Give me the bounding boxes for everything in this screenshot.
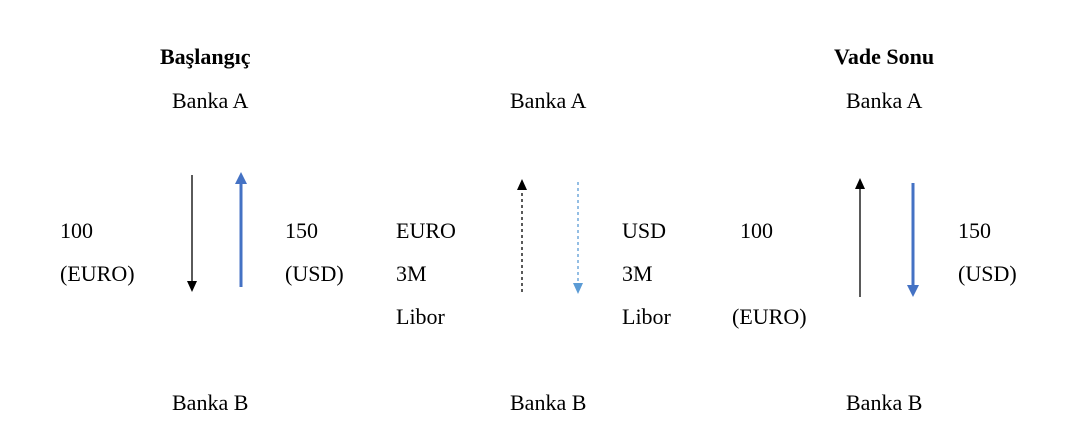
middle-left-label-3: Libor	[396, 304, 445, 329]
middle-usd-libor-down-arrow	[573, 182, 583, 294]
end-bank-a: Banka A	[846, 88, 923, 113]
end-euro-up-arrow	[855, 178, 865, 297]
start-euro-down-arrow	[187, 175, 197, 292]
middle-left-label-2: 3M	[396, 261, 427, 286]
end-right-amount: 150	[958, 218, 991, 243]
end-left-currency: (EURO)	[732, 304, 807, 329]
start-right-currency: (USD)	[285, 261, 344, 286]
end-left-amount: 100	[740, 218, 773, 243]
middle-right-label-2: 3M	[622, 261, 653, 286]
end-usd-down-arrow	[907, 183, 919, 297]
middle-left-label-1: EURO	[396, 218, 456, 243]
start-bank-a: Banka A	[172, 88, 249, 113]
middle-bank-b: Banka B	[510, 390, 587, 415]
start-usd-up-arrow	[235, 172, 247, 287]
start-left-currency: (EURO)	[60, 261, 135, 286]
middle-euro-libor-up-arrow	[517, 179, 527, 292]
start-right-amount: 150	[285, 218, 318, 243]
middle-right-label-3: Libor	[622, 304, 671, 329]
start-left-amount: 100	[60, 218, 93, 243]
end-bank-b: Banka B	[846, 390, 923, 415]
end-heading: Vade Sonu	[834, 44, 935, 69]
middle-bank-a: Banka A	[510, 88, 587, 113]
middle-right-label-1: USD	[622, 218, 667, 243]
end-right-currency: (USD)	[958, 261, 1017, 286]
start-bank-b: Banka B	[172, 390, 249, 415]
start-heading: Başlangıç	[160, 44, 251, 69]
